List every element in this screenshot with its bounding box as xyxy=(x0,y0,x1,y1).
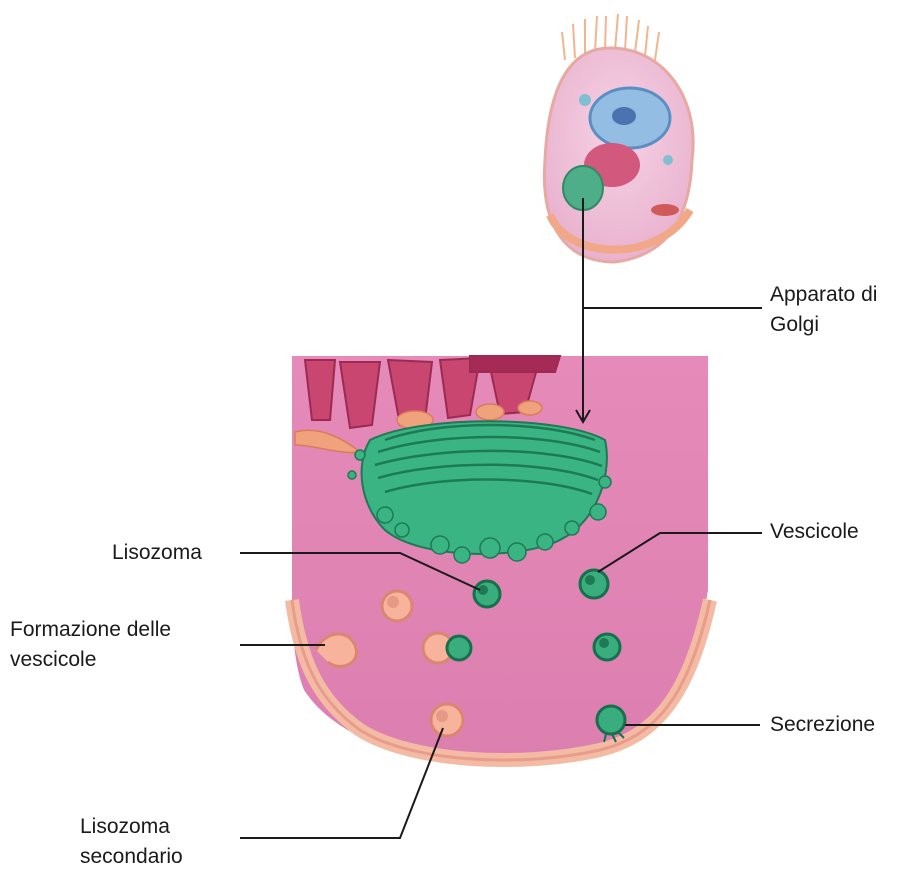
whole-cell xyxy=(544,14,693,262)
label-lisozoma-secondario-line1: Lisozoma xyxy=(80,812,183,842)
fusing-vesicles xyxy=(423,633,471,663)
label-golgi: Apparato di Golgi xyxy=(770,280,877,340)
vesicle xyxy=(594,634,620,660)
vesicle xyxy=(580,570,608,598)
label-golgi-line1: Apparato di xyxy=(770,280,877,310)
lysosome-vesicle xyxy=(382,591,412,621)
label-lisozoma-secondario: Lisozoma secondario xyxy=(80,812,183,872)
nucleolus xyxy=(612,107,636,125)
label-lisozoma: Lisozoma xyxy=(112,538,202,568)
label-lisozoma-secondario-line2: secondario xyxy=(80,842,183,872)
organelle-small xyxy=(579,94,591,106)
label-vescicole: Vescicole xyxy=(770,517,859,547)
lysosome-vesicle xyxy=(474,581,500,607)
label-golgi-line2: Golgi xyxy=(770,310,877,340)
label-secrezione: Secrezione xyxy=(770,710,875,740)
organelle-small xyxy=(663,155,673,165)
label-formazione: Formazione delle vescicole xyxy=(10,615,171,675)
label-formazione-line1: Formazione delle xyxy=(10,615,171,645)
cytoplasm-section xyxy=(292,356,710,761)
label-formazione-line2: vescicole xyxy=(10,645,171,675)
mitochondrion-small xyxy=(651,204,679,216)
secondary-lysosome xyxy=(431,704,463,736)
